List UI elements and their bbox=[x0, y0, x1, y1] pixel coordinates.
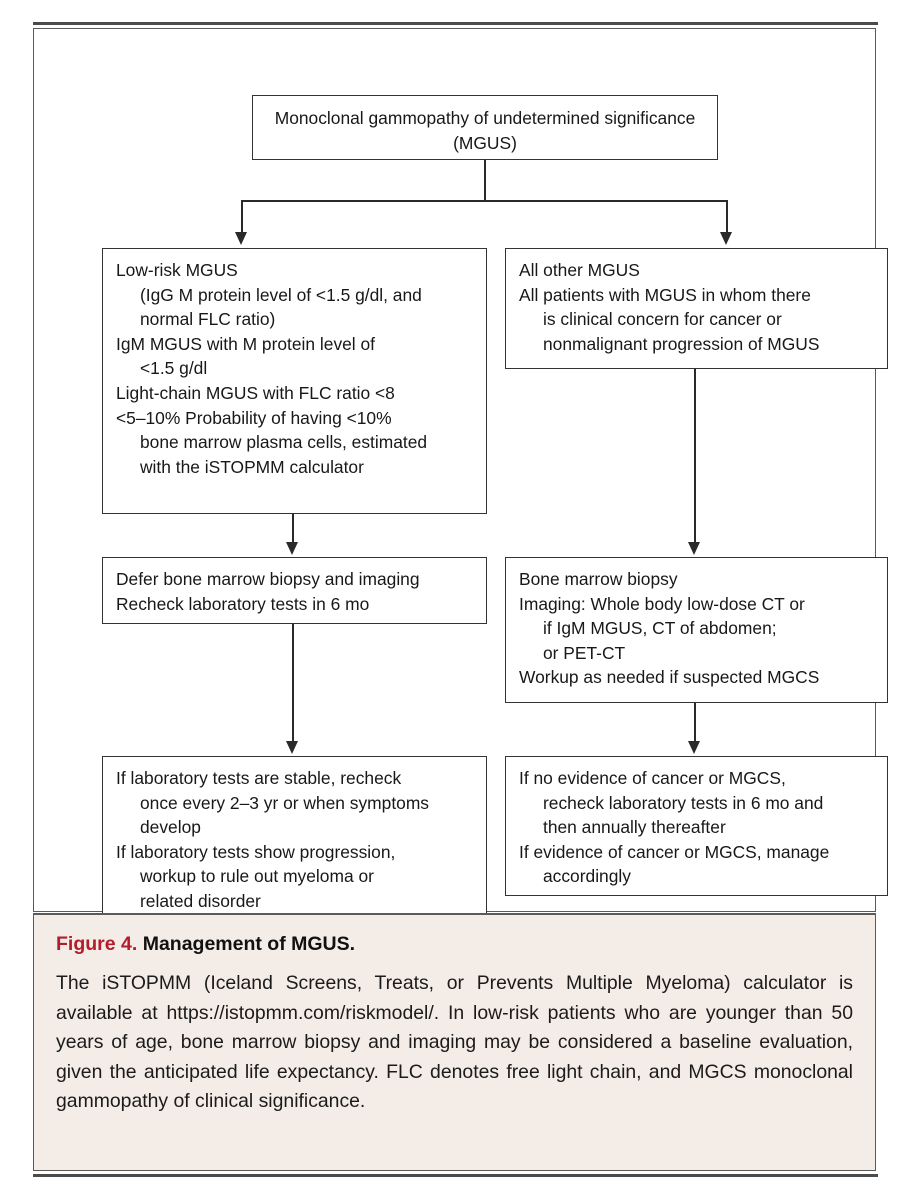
node-cancer-evidence-followup: If no evidence of cancer or MGCS, rechec… bbox=[505, 756, 888, 896]
node-line: if IgM MGUS, CT of abdomen; bbox=[543, 618, 777, 639]
node-line: If evidence of cancer or MGCS, manage bbox=[519, 841, 830, 862]
node-line: then annually thereafter bbox=[543, 817, 726, 838]
node-line: related disorder bbox=[140, 890, 261, 911]
connector-lowrisk-to-defer bbox=[292, 514, 294, 544]
node-line: All other MGUS bbox=[519, 260, 640, 280]
node-line: nonmalignant progression of MGUS bbox=[543, 333, 820, 354]
node-line: with the iSTOPMM calculator bbox=[140, 456, 364, 477]
arrowhead-to-stable bbox=[286, 741, 298, 754]
node-line: If laboratory tests are stable, recheck bbox=[116, 768, 402, 788]
node-line: bone marrow plasma cells, estimated bbox=[140, 432, 428, 453]
connector-split-left bbox=[241, 200, 243, 234]
arrowhead-to-noevidence bbox=[688, 741, 700, 754]
node-line: accordingly bbox=[543, 866, 631, 887]
node-line: develop bbox=[140, 817, 201, 838]
node-line: once every 2–3 yr or when symptoms bbox=[140, 792, 430, 813]
node-line: Bone marrow biopsy bbox=[519, 569, 678, 589]
connector-other-to-biopsy bbox=[694, 369, 696, 544]
node-line: Defer bone marrow biopsy and imaging bbox=[116, 569, 420, 589]
arrowhead-to-all-other bbox=[720, 232, 732, 245]
connector-biopsy-to-noevidence bbox=[694, 703, 696, 743]
node-bone-marrow-biopsy: Bone marrow biopsy Imaging: Whole body l… bbox=[505, 557, 888, 703]
node-defer-biopsy: Defer bone marrow biopsy and imaging Rec… bbox=[102, 557, 487, 624]
page-rule-bottom bbox=[33, 1174, 878, 1177]
node-line: Light-chain MGUS with FLC ratio <8 bbox=[116, 382, 395, 403]
node-line: (IgG M protein level of <1.5 g/dl, and bbox=[140, 284, 422, 305]
node-all-other-mgus: All other MGUS All patients with MGUS in… bbox=[505, 248, 888, 369]
figure-caption-panel: Figure 4. Management of MGUS. The iSTOPM… bbox=[33, 913, 876, 1171]
node-stable-followup: If laboratory tests are stable, recheck … bbox=[102, 756, 487, 924]
figure-frame: Monoclonal gammopathy of undetermined si… bbox=[33, 28, 888, 924]
node-low-risk-mgus: Low-risk MGUS (IgG M protein level of <1… bbox=[102, 248, 487, 514]
node-line: normal FLC ratio) bbox=[140, 309, 276, 330]
caption-title: Figure 4. Management of MGUS. bbox=[56, 932, 853, 956]
node-line: Low-risk MGUS bbox=[116, 260, 238, 280]
arrowhead-to-defer bbox=[286, 542, 298, 555]
node-line: <5–10% Probability of having <10% bbox=[116, 407, 392, 428]
connector-split-bar bbox=[241, 200, 728, 202]
page-rule-top bbox=[33, 22, 878, 25]
connector-split-right bbox=[726, 200, 728, 234]
caption-heading: Management of MGUS. bbox=[137, 933, 356, 955]
node-line: <1.5 g/dl bbox=[140, 358, 208, 379]
node-line: significance (MGUS) bbox=[453, 108, 696, 153]
node-line: Imaging: Whole body low-dose CT or bbox=[519, 593, 805, 614]
node-line: Workup as needed if suspected MGCS bbox=[519, 667, 820, 688]
node-line: If laboratory tests show progression, bbox=[116, 841, 396, 862]
node-line: If no evidence of cancer or MGCS, bbox=[519, 768, 786, 788]
caption-body-text: The iSTOPMM (Iceland Screens, Treats, or… bbox=[56, 972, 853, 1113]
node-mgus-definition: Monoclonal gammopathy of undetermined si… bbox=[252, 95, 718, 160]
node-line: is clinical concern for cancer or bbox=[543, 309, 782, 330]
connector-top-stem bbox=[484, 160, 486, 201]
node-line: IgM MGUS with M protein level of bbox=[116, 333, 376, 354]
node-line: Recheck laboratory tests in 6 mo bbox=[116, 593, 370, 614]
connector-defer-to-stable bbox=[292, 624, 294, 743]
node-line: or PET-CT bbox=[543, 642, 626, 663]
arrowhead-to-biopsy bbox=[688, 542, 700, 555]
node-line: workup to rule out myeloma or bbox=[140, 866, 374, 887]
node-line: recheck laboratory tests in 6 mo and bbox=[543, 792, 824, 813]
arrowhead-to-low-risk bbox=[235, 232, 247, 245]
node-line: Monoclonal gammopathy of undetermined bbox=[274, 108, 600, 128]
caption-figure-number: Figure 4. bbox=[56, 933, 138, 955]
node-line: All patients with MGUS in whom there bbox=[519, 284, 811, 305]
